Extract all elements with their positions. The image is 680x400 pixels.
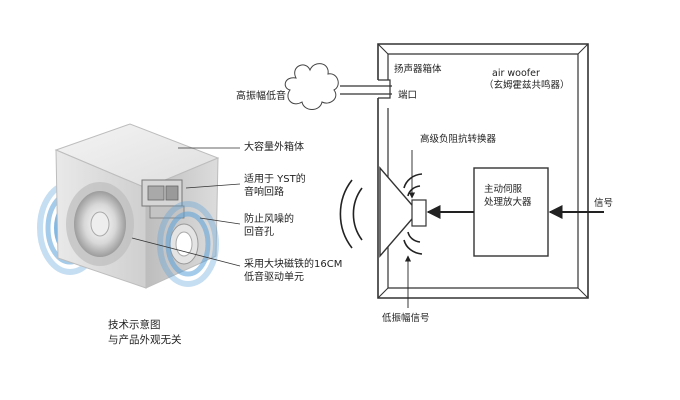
sound-waves-schematic [339, 173, 423, 255]
label-signal: 信号 [594, 198, 614, 209]
label-magnet-line2: 低音驱动单元 [244, 272, 304, 283]
voice-coil [411, 199, 427, 227]
leader-lines [131, 147, 241, 267]
driver-symbol [379, 166, 419, 258]
label-negative-impedance-converter: 高级负阻抗转换器 [420, 134, 497, 145]
label-large-cabinet: 大容量外箱体 [244, 142, 304, 153]
label-low-amplitude-signal: 低振幅信号 [382, 313, 430, 324]
internal-components [141, 179, 185, 219]
port-tube [169, 223, 199, 265]
sound-waves-right [157, 201, 219, 287]
label-magnet-line1: 采用大块磁铁的16CM [244, 259, 343, 270]
servo-amplifier-box [473, 167, 549, 257]
label-noise-line2: 回音孔 [244, 227, 274, 238]
label-helmholtz: （玄姆霍兹共鸣器） [484, 80, 570, 91]
label-enclosure: 扬声器箱体 [394, 64, 442, 75]
label-servo-amp-line1: 主动伺服 [484, 184, 523, 195]
label-air-woofer: air woofer [492, 68, 540, 79]
pointer-lines [404, 150, 416, 308]
enclosure-schematic [340, 43, 589, 299]
enclosure-outer-wall [377, 43, 589, 299]
driver-cone [66, 182, 134, 266]
label-yst-line2: 音响回路 [244, 187, 284, 198]
caption-line1: 技术示意图 [108, 319, 161, 331]
caption-line2: 与产品外观无关 [108, 334, 182, 346]
label-high-amplitude-bass: 高振幅低音 [236, 91, 286, 102]
label-servo-amp-line2: 处理放大器 [484, 197, 532, 208]
air-cloud-icon [284, 63, 339, 110]
label-yst-line1: 适用于 YST的 [244, 174, 306, 185]
label-port: 端口 [398, 90, 418, 101]
port-duct [378, 79, 391, 99]
speaker-cube [37, 123, 220, 289]
label-noise-line1: 防止风噪的 [244, 214, 294, 225]
enclosure-inner-wall [387, 53, 579, 289]
